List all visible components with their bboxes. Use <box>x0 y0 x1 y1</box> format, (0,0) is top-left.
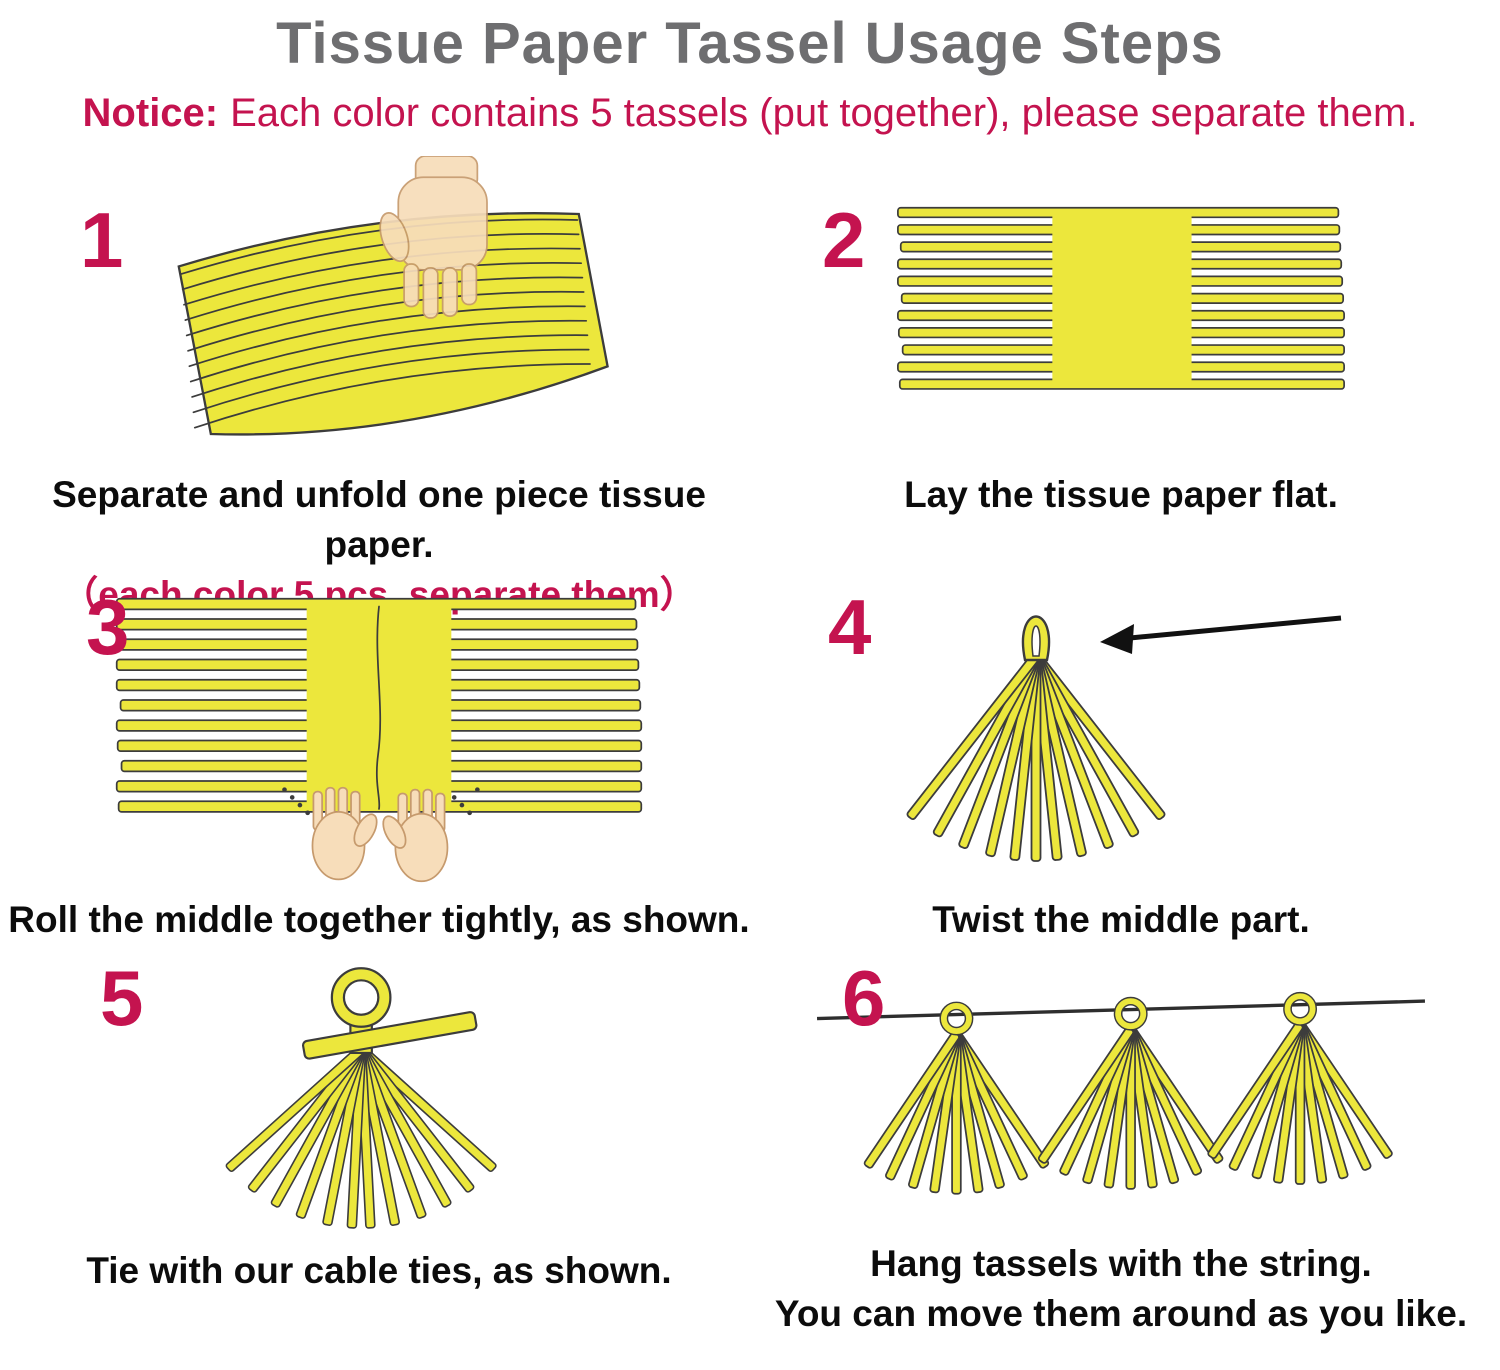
step-2: 2 Lay the tissue paper flat. <box>750 141 1492 586</box>
step3-roll-middle-illustration <box>115 597 643 883</box>
crease-line <box>375 605 382 810</box>
step-1-caption: Separate and unfold one piece tissue pap… <box>52 474 706 565</box>
tassel-strands <box>225 1046 497 1229</box>
page-title: Tissue Paper Tassel Usage Steps <box>276 11 1224 76</box>
tassel-loop-fill <box>1284 993 1316 1025</box>
step-3: 3 <box>8 586 750 951</box>
steps-grid: 1 <box>0 141 1500 1351</box>
arrow-icon <box>1100 615 1342 654</box>
step6-hanging-tassels-illustration <box>816 991 1426 1195</box>
tissue-sheaf <box>177 212 609 436</box>
step-5: 5 Tie with our cable ties, as shown. <box>8 951 750 1351</box>
tissue-center-block <box>1052 211 1192 386</box>
step2-flat-tissue-illustration <box>897 206 1345 390</box>
tassel-loop-fill <box>332 969 390 1026</box>
step-3-caption: Roll the middle together tightly, as sho… <box>8 899 750 940</box>
notice-text: Notice:Each color contains 5 tassels (pu… <box>6 91 1494 135</box>
tassel-strands <box>906 653 1166 862</box>
step-6-captions: Hang tassels with the string. You can mo… <box>750 1239 1492 1351</box>
tassel-loop-fill <box>940 1003 972 1035</box>
step-5-illustration-area: 5 <box>8 951 750 1246</box>
tassel-strands <box>1038 1026 1224 1190</box>
step-4-number: 4 <box>828 583 872 671</box>
step-1: 1 <box>8 141 750 615</box>
step5-tied-tassel-illustration <box>225 967 497 1229</box>
step-6-number: 6 <box>842 954 886 1042</box>
tissue-center-block <box>306 603 452 808</box>
step1-separate-unfold-illustration <box>177 156 609 436</box>
step-3-captions: Roll the middle together tightly, as sho… <box>8 895 750 951</box>
tassel-loop-fill <box>1115 998 1147 1030</box>
tassel-strands <box>1207 1022 1393 1185</box>
step4-twisted-tassel-illustration <box>906 615 1342 862</box>
step-6-caption: Hang tassels with the string. <box>870 1243 1372 1284</box>
notice-body: Each color contains 5 tassels (put toget… <box>230 91 1418 135</box>
step-6-illustration-area: 6 <box>750 951 1492 1239</box>
tassel-strands <box>863 1031 1050 1195</box>
hand-icon <box>379 156 488 319</box>
step-1-number: 1 <box>80 196 124 284</box>
step-4-illustration-area: 4 <box>750 586 1492 895</box>
step-3-number: 3 <box>86 583 130 671</box>
cable-tie <box>302 1011 478 1060</box>
step-2-caption: Lay the tissue paper flat. <box>904 474 1338 515</box>
step-2-illustration-area: 2 <box>750 141 1492 470</box>
step-1-illustration-area: 1 <box>8 141 750 470</box>
step-1-captions: Separate and unfold one piece tissue pap… <box>8 470 750 615</box>
step-4-caption: Twist the middle part. <box>932 899 1310 940</box>
step-5-caption: Tie with our cable ties, as shown. <box>86 1250 672 1291</box>
motion-dots <box>282 787 480 816</box>
right-hand-icon <box>382 788 449 883</box>
step-2-number: 2 <box>822 196 866 284</box>
step-5-captions: Tie with our cable ties, as shown. <box>8 1246 750 1351</box>
step-3-illustration-area: 3 <box>8 586 750 895</box>
step-4: 4 Twist the middle part. <box>750 586 1492 951</box>
step-6: 6 Hang tassels with the string. You can … <box>750 951 1492 1351</box>
loop-hole <box>1031 624 1041 657</box>
step-2-captions: Lay the tissue paper flat. <box>750 470 1492 586</box>
notice-label: Notice: <box>82 91 219 135</box>
step-5-number: 5 <box>100 954 144 1042</box>
step-4-captions: Twist the middle part. <box>750 895 1492 951</box>
step-6-caption2: You can move them around as you like. <box>774 1292 1468 1334</box>
left-hand-icon <box>311 786 378 881</box>
